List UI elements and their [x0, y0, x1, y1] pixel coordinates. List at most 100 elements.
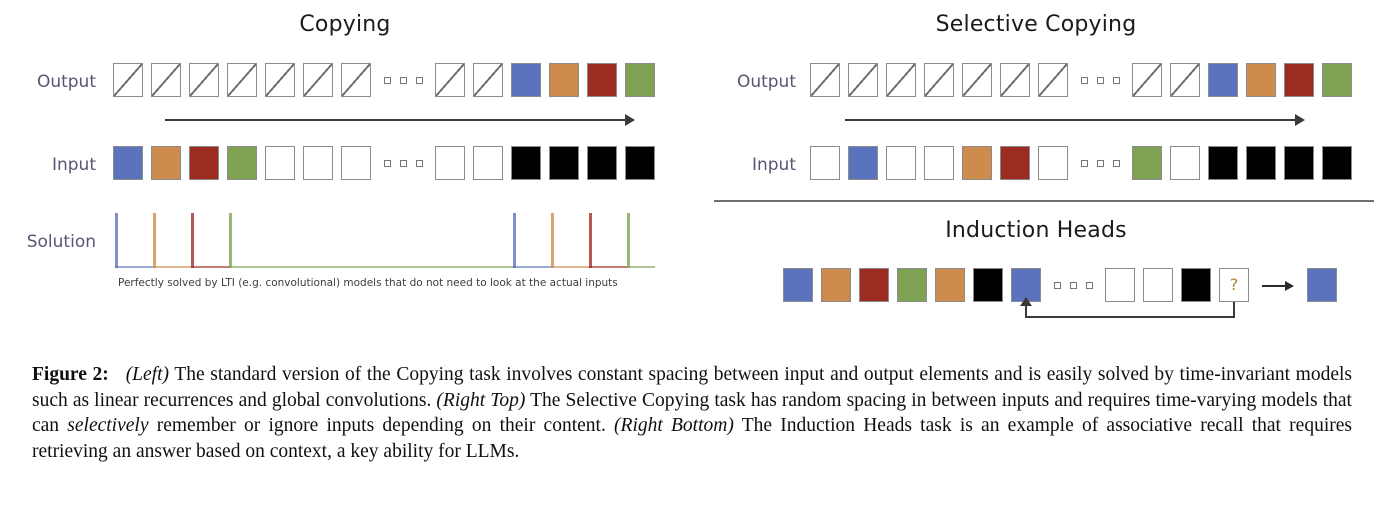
- blue-token-cell: [511, 63, 541, 97]
- selective-input-label: Input: [751, 155, 796, 175]
- empty-slot-cell: [473, 63, 503, 97]
- ellipsis-dot: [415, 76, 423, 84]
- blue-token-cell: [1011, 268, 1041, 302]
- recall-left-vertical-segment: [1025, 304, 1027, 318]
- ellipsis-dot: [1096, 76, 1104, 84]
- red-token-cell: [1000, 146, 1030, 180]
- empty-slot-cell: [435, 63, 465, 97]
- ellipsis-dot: [1096, 159, 1104, 167]
- ellipsis-icon: [379, 146, 427, 180]
- copying-note: Perfectly solved by LTI (e.g. convolutio…: [118, 277, 618, 289]
- ellipsis-dot: [383, 76, 391, 84]
- arrow-shaft: [845, 119, 1296, 121]
- ellipsis-icon: [1049, 268, 1097, 302]
- red-token-cell: [859, 268, 889, 302]
- recall-right-vertical-segment: [1233, 302, 1235, 318]
- solution-baseline-segment: [229, 265, 513, 268]
- white-token-cell: [1143, 268, 1173, 302]
- green-token-cell: [1322, 63, 1352, 97]
- ellipsis-icon: [379, 63, 427, 97]
- copying-output-label: Output: [36, 72, 96, 92]
- solution-baseline-segment: [191, 265, 229, 268]
- copying-title: Copying: [299, 12, 391, 37]
- white-token-cell: [473, 146, 503, 180]
- panel-divider: [714, 200, 1374, 202]
- empty-slot-cell: [113, 63, 143, 97]
- orange-token-cell: [962, 146, 992, 180]
- solution-spike: [229, 213, 232, 268]
- caption-left-tag: (Left): [125, 364, 170, 385]
- solution-baseline-segment: [115, 265, 153, 268]
- empty-slot-cell: [962, 63, 992, 97]
- green-token-cell: [1132, 146, 1162, 180]
- ellipsis-dot: [1080, 159, 1088, 167]
- copying-input-label: Input: [51, 155, 96, 175]
- selective-output-row: [810, 63, 1352, 101]
- solution-spike: [627, 213, 630, 268]
- selective-copying-title: Selective Copying: [935, 12, 1137, 37]
- caption-part-3: remember or ignore inputs depending on t…: [156, 415, 615, 436]
- white-token-cell: [265, 146, 295, 180]
- empty-slot-cell: [265, 63, 295, 97]
- empty-slot-cell: [341, 63, 371, 97]
- orange-token-cell: [1246, 63, 1276, 97]
- copying-solution-label: Solution: [26, 232, 96, 252]
- question-token-cell: ?: [1219, 268, 1249, 302]
- white-token-cell: [1105, 268, 1135, 302]
- empty-slot-cell: [848, 63, 878, 97]
- black-token-cell: [587, 146, 617, 180]
- ellipsis-dot: [1085, 281, 1093, 289]
- black-token-cell: [511, 146, 541, 180]
- white-token-cell: [1038, 146, 1068, 180]
- blue-token-cell: [783, 268, 813, 302]
- black-token-cell: [1284, 146, 1314, 180]
- white-token-cell: [341, 146, 371, 180]
- solution-spike: [513, 213, 516, 268]
- orange-token-cell: [549, 63, 579, 97]
- solution-spike: [153, 213, 156, 268]
- black-token-cell: [625, 146, 655, 180]
- caption-right-bottom-tag: (Right Bottom): [614, 415, 734, 436]
- empty-slot-cell: [1132, 63, 1162, 97]
- white-token-cell: [886, 146, 916, 180]
- orange-token-cell: [151, 146, 181, 180]
- ellipsis-dot: [399, 159, 407, 167]
- solution-baseline-segment: [627, 265, 655, 268]
- selective-output-label: Output: [736, 72, 796, 92]
- white-token-cell: [303, 146, 333, 180]
- arrow-shaft: [1262, 285, 1286, 287]
- arrow-shaft: [165, 119, 626, 121]
- induction-heads-row: ?: [783, 268, 1363, 306]
- red-token-cell: [189, 146, 219, 180]
- black-token-cell: [1181, 268, 1211, 302]
- caption-space: [114, 364, 120, 385]
- ellipsis-dot: [415, 159, 423, 167]
- induction-heads-title: Induction Heads: [945, 218, 1127, 243]
- arrow-head: [1295, 114, 1305, 126]
- empty-slot-cell: [189, 63, 219, 97]
- empty-slot-cell: [1170, 63, 1200, 97]
- caption-em-selectively: selectively: [67, 415, 149, 436]
- blue-token-cell: [113, 146, 143, 180]
- recall-arrow-head: [1020, 297, 1032, 306]
- black-token-cell: [1246, 146, 1276, 180]
- solution-spike: [191, 213, 194, 268]
- copying-solution-plot: [113, 208, 655, 268]
- caption-figure-label: Figure 2:: [32, 364, 109, 385]
- solution-baseline-segment: [153, 265, 191, 268]
- copying-output-row: [113, 63, 655, 101]
- arrow-head: [625, 114, 635, 126]
- ellipsis-dot: [1112, 76, 1120, 84]
- green-token-cell: [625, 63, 655, 97]
- ellipsis-dot: [1112, 159, 1120, 167]
- associative-recall-arrow: [783, 268, 1363, 320]
- black-token-cell: [1322, 146, 1352, 180]
- white-token-cell: [810, 146, 840, 180]
- ellipsis-dot: [1069, 281, 1077, 289]
- white-token-cell: [1170, 146, 1200, 180]
- black-token-cell: [1208, 146, 1238, 180]
- black-token-cell: [973, 268, 1003, 302]
- ellipsis-icon: [1076, 146, 1124, 180]
- arrow-head: [1285, 281, 1294, 291]
